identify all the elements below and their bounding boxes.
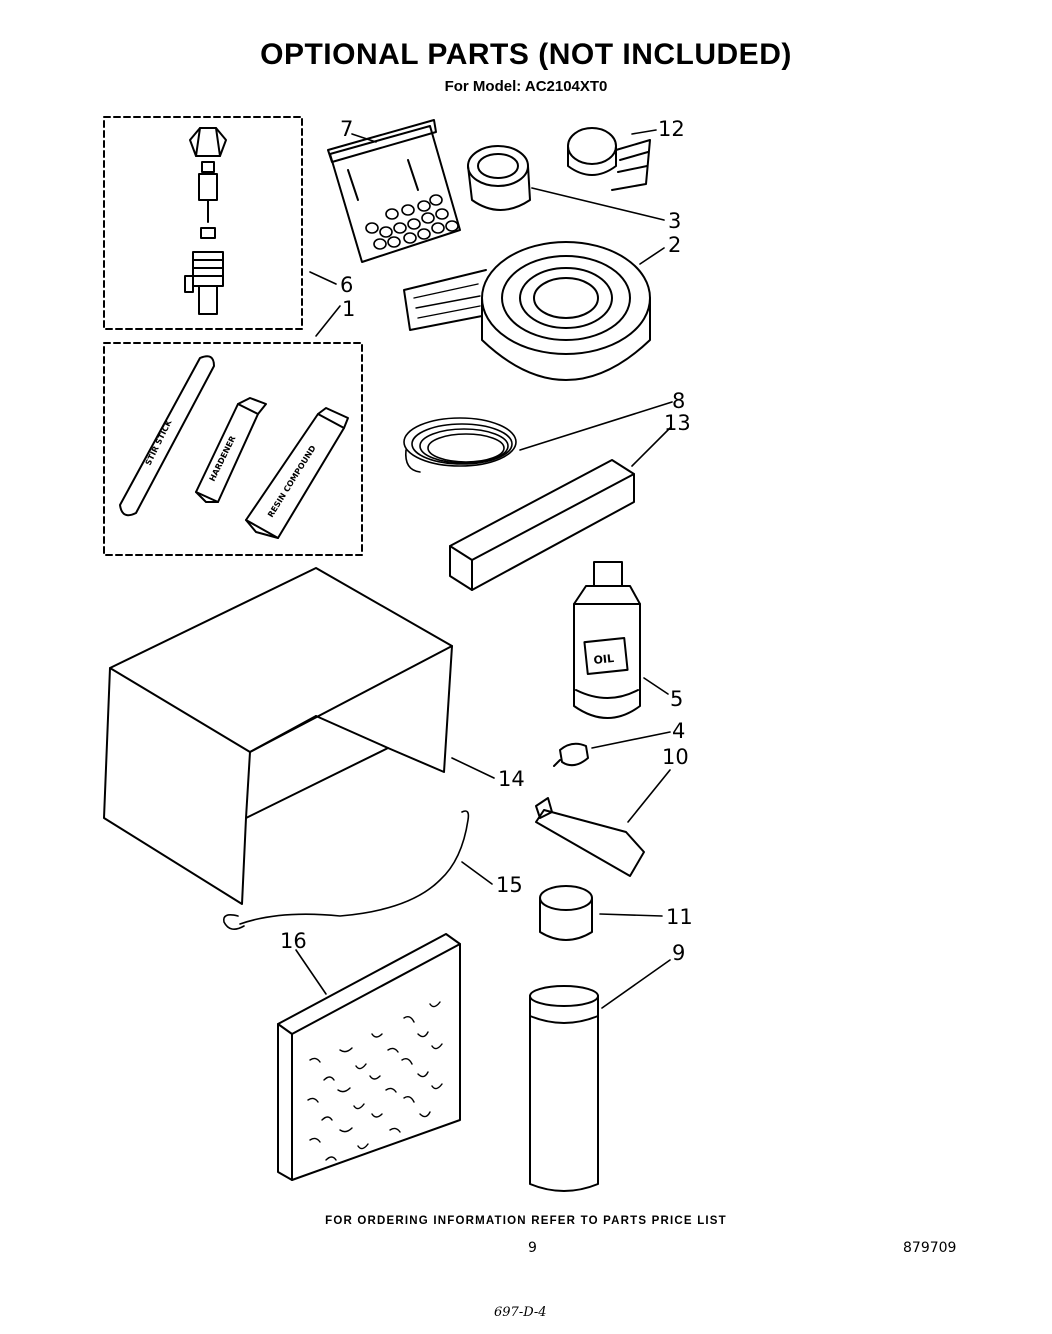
callout-15: 15 [496,873,523,897]
page-title: OPTIONAL PARTS (NOT INCLUDED) [260,38,792,71]
callout-13: 13 [664,411,691,435]
callout-14: 14 [498,767,525,791]
model-subtitle: For Model: AC2104XT0 [444,78,608,95]
callout-3: 3 [668,209,682,233]
callout-1: 1 [342,297,356,321]
aerosol-can-part [529,985,599,1192]
callout-9: 9 [672,941,686,965]
stir-stick-label: STIR STICK [144,418,174,467]
callout-5: 5 [670,687,684,711]
coiled-wire-part [403,417,517,473]
fastener-bag-part [327,119,461,263]
insulation-roll-part [403,241,651,381]
page-number: 9 [528,1240,537,1256]
handwritten-note: 697-D-4 [494,1305,547,1320]
callout-16: 16 [280,929,307,953]
tube-part [535,797,645,877]
foam-block-part [449,459,635,591]
kit-box-1 [103,342,363,556]
plug-part [553,742,589,767]
oil-bottle-part [573,561,641,719]
cabinet-sleeve-part [103,567,453,905]
resin-compound-label: RESIN COMPOUND [266,444,318,519]
callout-11: 11 [666,905,693,929]
callout-8: 8 [672,389,686,413]
cord-hook-part [222,810,470,930]
tape-roll-12-part [567,127,651,191]
callout-4: 4 [672,719,686,743]
callout-7: 7 [340,117,354,141]
small-can-part [539,885,593,941]
callout-10: 10 [662,745,689,769]
ordering-note: FOR ORDERING INFORMATION REFER TO PARTS … [325,1215,727,1227]
callout-6: 6 [340,273,354,297]
resin-kit-part [119,355,349,539]
tape-roll-3-part [467,145,531,211]
kit-box-6 [103,116,303,330]
callout-12: 12 [658,117,685,141]
valve-fitting-part [184,127,227,315]
callout-2: 2 [668,233,682,257]
document-number: 879709 [903,1240,957,1256]
filter-pad-part [277,933,461,1181]
oil-label: OIL [593,652,615,667]
leader-lines [295,129,673,1009]
